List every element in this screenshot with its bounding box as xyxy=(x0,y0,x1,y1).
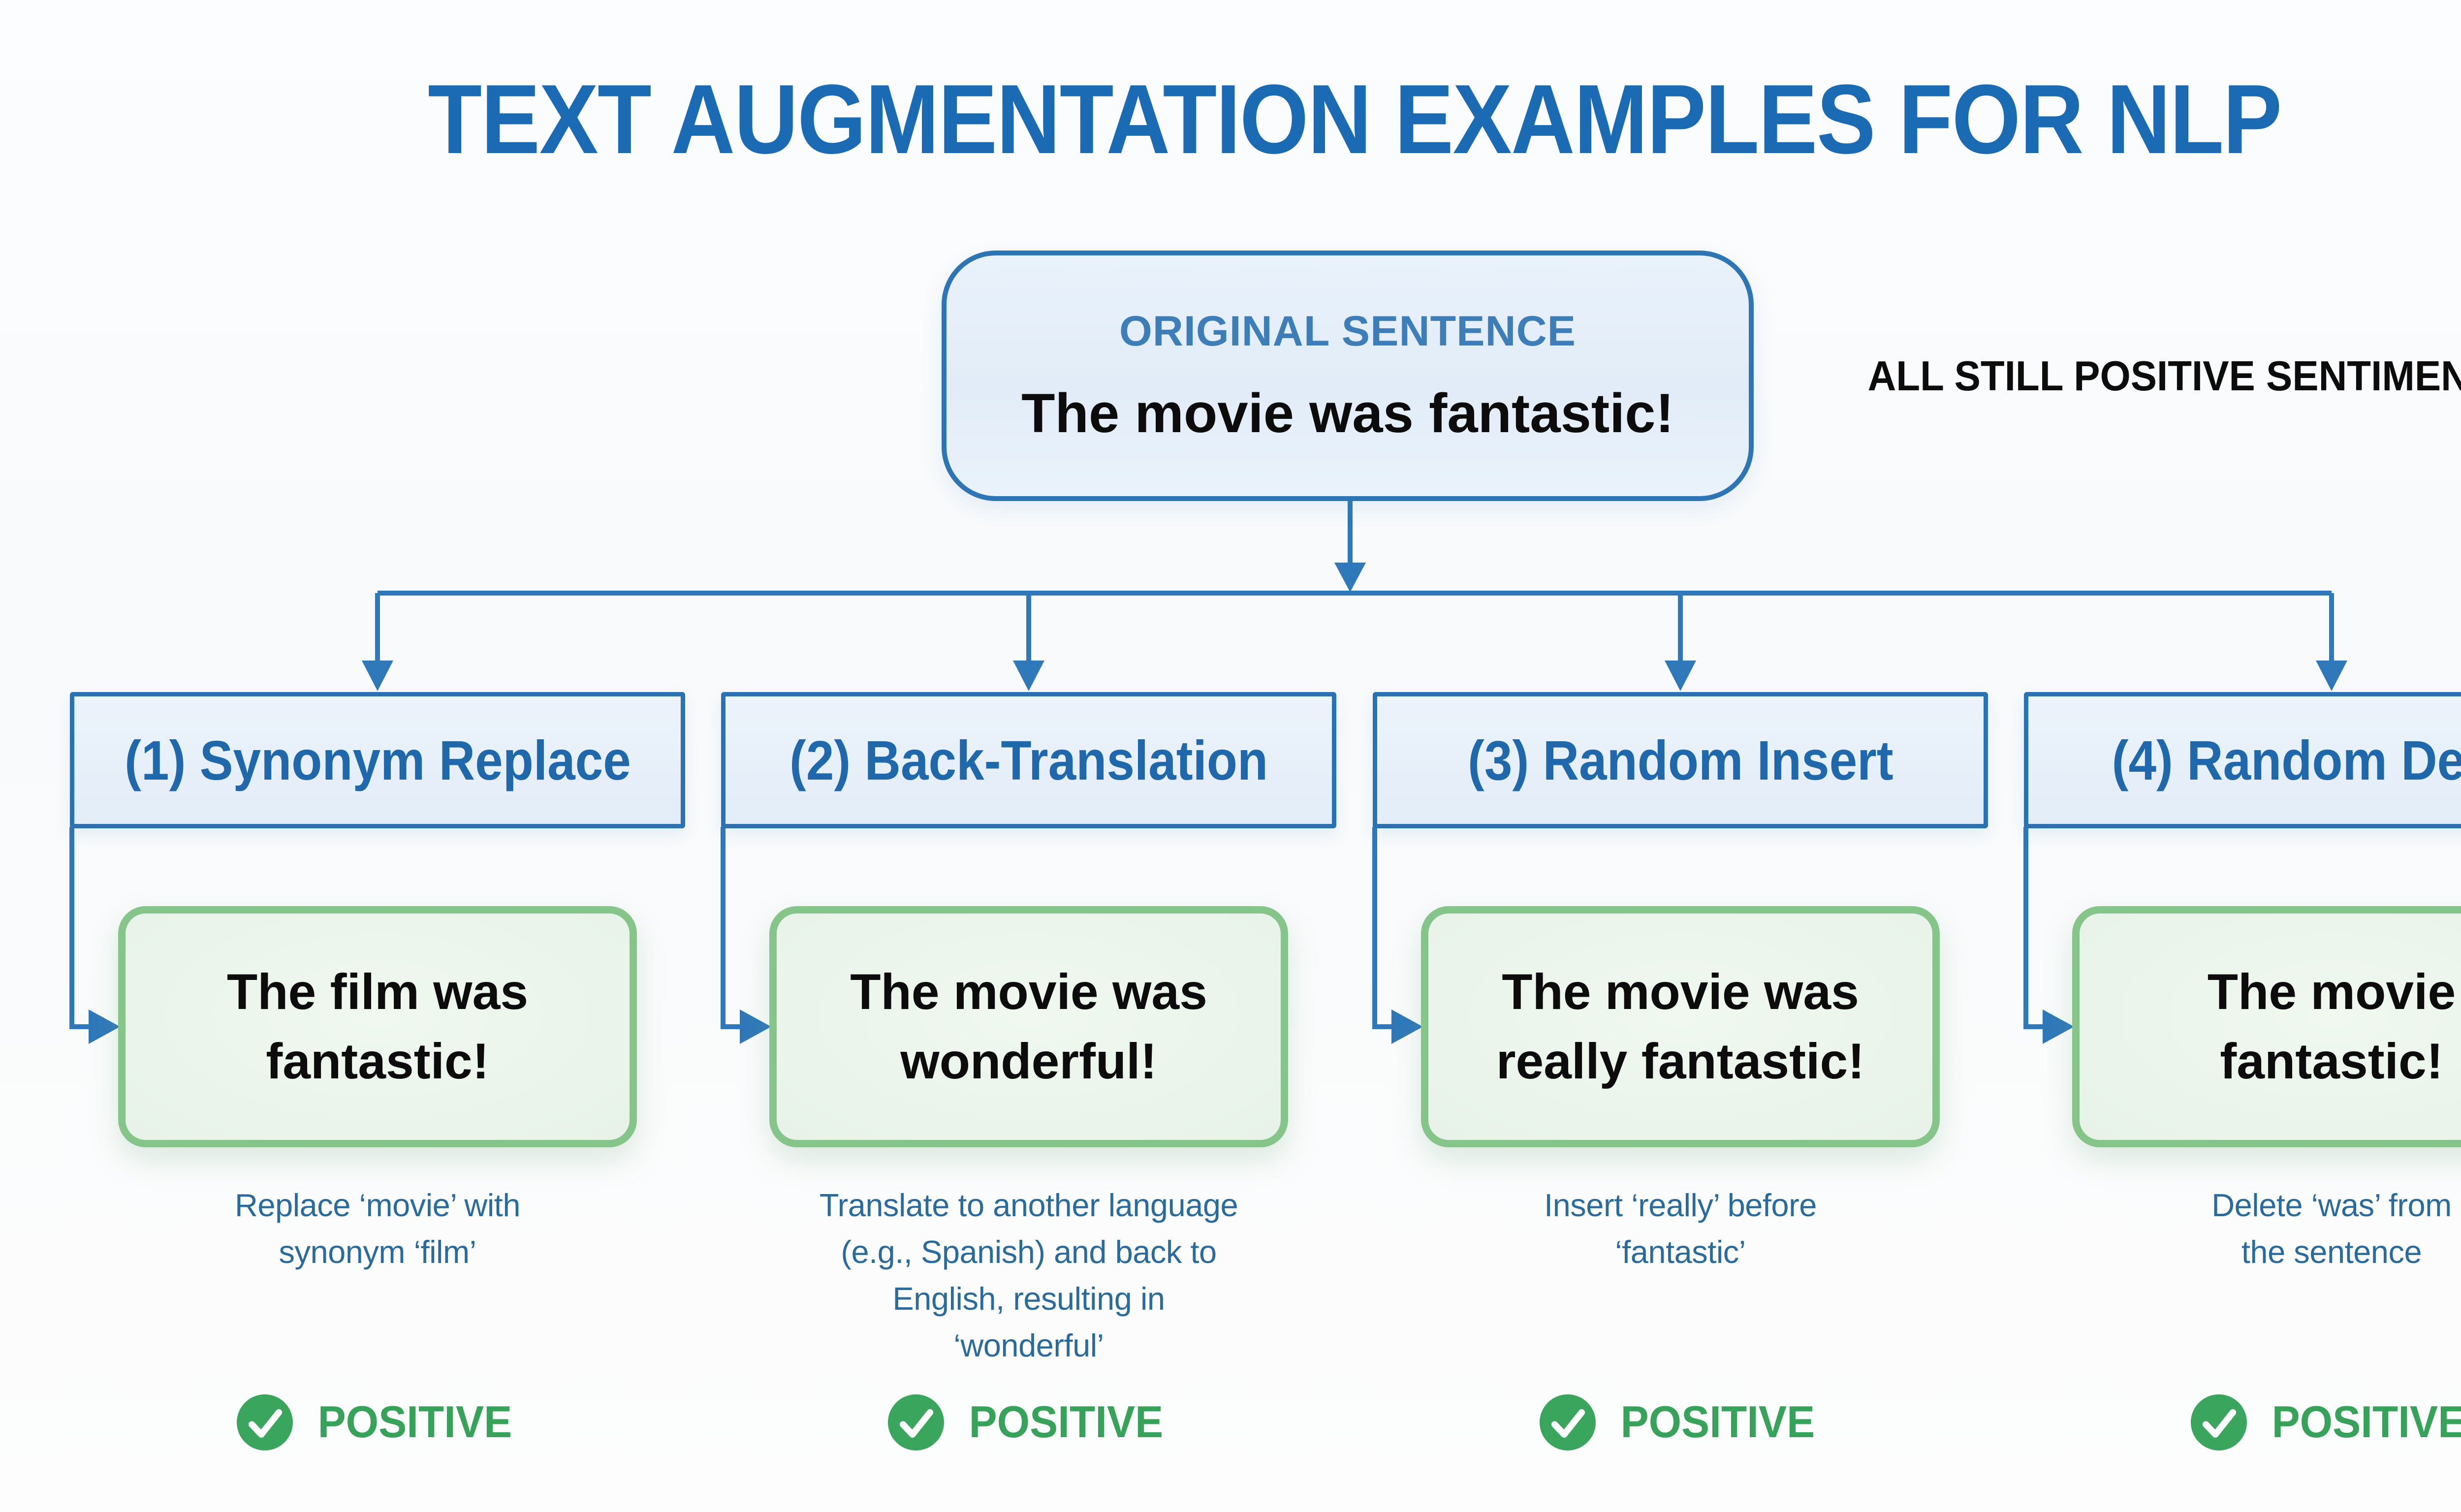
arrowhead-result-3 xyxy=(1391,1009,1423,1044)
branch-header-back-translation: (2) Back-Translation xyxy=(721,692,1336,828)
original-sentence-label: ORIGINAL SENTENCE xyxy=(1119,307,1577,355)
sentiment-badge-3: POSITIVE xyxy=(1365,1392,1995,1453)
result-box-synonym-replace: The film was fantastic! xyxy=(118,906,637,1147)
page-title-text: TEXT AUGMENTATION EXAMPLES FOR NLP xyxy=(428,64,2282,174)
description-random-delete: Delete ‘was’ from the sentence xyxy=(2211,1187,2452,1270)
sentiment-annotation-text: ALL STILL POSITIVE SENTIMENT xyxy=(1867,353,2461,400)
description-back-translation: Translate to another language (e.g., Spa… xyxy=(819,1187,1238,1363)
sentiment-badge-2: POSITIVE xyxy=(714,1392,1344,1453)
arrowhead-branch-1 xyxy=(362,661,393,691)
connector-elbow-branch-4 xyxy=(2023,827,2044,1029)
description-synonym-replace: Replace ‘movie’ with synonym ‘film’ xyxy=(234,1187,521,1270)
sentiment-badge-4: POSITIVE xyxy=(2017,1392,2461,1453)
arrowhead-branch-2 xyxy=(1013,661,1044,691)
sentiment-annotation: ALL STILL POSITIVE SENTIMENT xyxy=(1747,352,2461,401)
result-box-back-translation: The movie was wonderful! xyxy=(769,906,1288,1147)
connector-elbow-branch-3 xyxy=(1372,827,1392,1029)
check-icon xyxy=(237,1394,293,1450)
sentiment-badge-label: POSITIVE xyxy=(2272,1397,2461,1447)
sentiment-badge-label: POSITIVE xyxy=(317,1397,512,1447)
arrowhead-result-2 xyxy=(740,1009,771,1044)
branch-header-label: (1) Synonym Replace xyxy=(124,729,631,791)
result-sentence: The movie was really fantastic! xyxy=(1496,964,1865,1089)
check-icon xyxy=(1540,1394,1596,1450)
result-sentence: The film was fantastic! xyxy=(226,964,529,1089)
arrowhead-result-4 xyxy=(2043,1009,2074,1044)
arrowhead-original xyxy=(1334,563,1366,592)
sentiment-badge-label: POSITIVE xyxy=(1620,1397,1815,1447)
original-sentence-text: The movie was fantastic! xyxy=(1021,382,1674,444)
arrowhead-result-1 xyxy=(89,1009,120,1044)
branch-header-random-delete: (4) Random Delete xyxy=(2024,692,2461,828)
connector-elbow-branch-1 xyxy=(69,827,90,1029)
result-sentence: The movie was wonderful! xyxy=(850,964,1207,1089)
connector-elbow-branch-2 xyxy=(721,827,741,1029)
sentiment-badge-label: POSITIVE xyxy=(969,1397,1164,1447)
result-box-random-insert: The movie was really fantastic! xyxy=(1421,906,1940,1147)
branch-header-label: (4) Random Delete xyxy=(2112,729,2461,791)
original-sentence-box: ORIGINAL SENTENCE The movie was fantasti… xyxy=(942,251,1754,501)
description-random-insert: Insert ‘really’ before ‘fantastic’ xyxy=(1544,1187,1817,1270)
branch-header-label: (2) Back-Translation xyxy=(789,729,1268,791)
page-title: TEXT AUGMENTATION EXAMPLES FOR NLP xyxy=(0,63,2461,176)
check-icon xyxy=(888,1394,945,1450)
result-box-random-delete: The movie fantastic! xyxy=(2072,906,2461,1147)
sentiment-badge-1: POSITIVE xyxy=(63,1392,693,1453)
arrowhead-branch-4 xyxy=(2316,661,2347,691)
branch-header-synonym-replace: (1) Synonym Replace xyxy=(70,692,685,828)
result-sentence: The movie fantastic! xyxy=(2207,964,2456,1089)
arrowhead-branch-3 xyxy=(1665,661,1696,691)
branch-header-label: (3) Random Insert xyxy=(1467,729,1893,791)
branch-header-random-insert: (3) Random Insert xyxy=(1373,692,1988,828)
check-icon xyxy=(2191,1394,2247,1450)
